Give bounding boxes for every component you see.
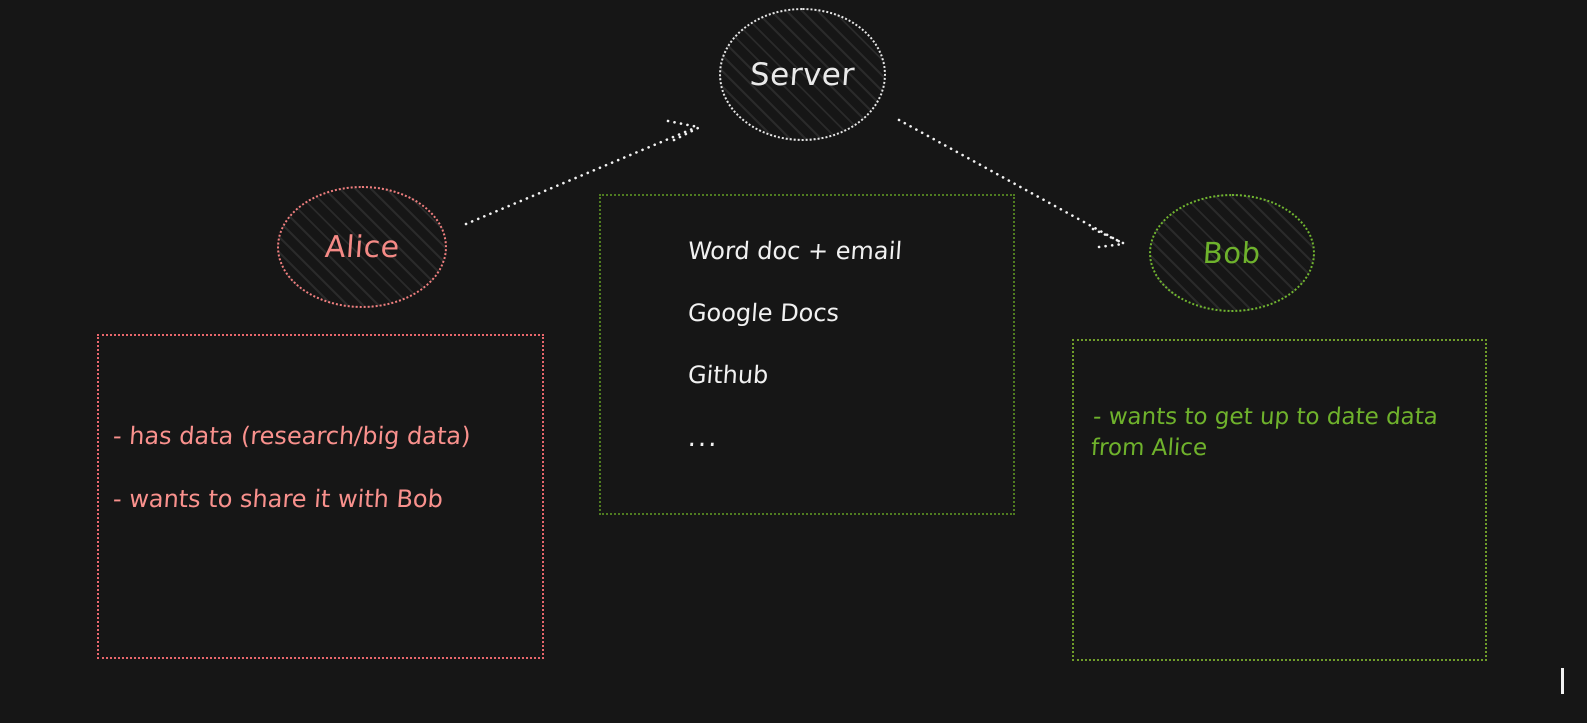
node-bob-label: Bob xyxy=(1202,236,1262,270)
service-item-word-doc-email: Word doc + email xyxy=(687,237,903,265)
arrow-alice-to-server-head-upper xyxy=(666,119,700,129)
node-bob[interactable]: Bob xyxy=(1149,194,1315,312)
alice-note-line-2: - wants to share it with Bob xyxy=(112,485,444,513)
services-box[interactable] xyxy=(599,194,1015,515)
node-server-label: Server xyxy=(748,56,857,93)
alice-notes-box[interactable] xyxy=(97,334,544,659)
node-alice-label: Alice xyxy=(323,229,401,265)
service-item-google-docs: Google Docs xyxy=(687,299,841,327)
node-server[interactable]: Server xyxy=(719,8,886,141)
arrow-server-to-bob-head-lower xyxy=(1097,242,1125,249)
arrow-alice-to-server-head-lower xyxy=(672,126,700,142)
alice-note-line-1: - has data (research/big data) xyxy=(112,422,472,450)
bob-note-text: - wants to get up to date data from Alic… xyxy=(1090,404,1439,461)
service-item-github: Github xyxy=(687,361,770,389)
arrow-server-to-bob-head-upper xyxy=(1091,227,1125,245)
text-caret xyxy=(1561,668,1564,694)
node-alice[interactable]: Alice xyxy=(277,186,447,308)
bob-notes-box[interactable] xyxy=(1072,339,1487,661)
service-item-ellipsis: ... xyxy=(686,423,720,453)
